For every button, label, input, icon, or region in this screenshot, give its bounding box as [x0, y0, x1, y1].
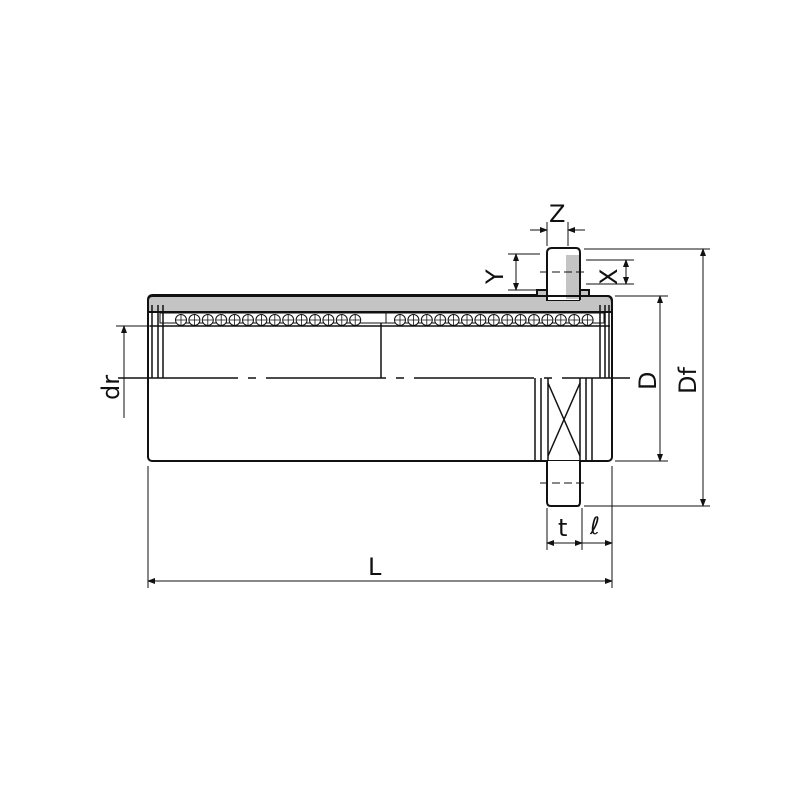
ball-cross: [529, 315, 539, 325]
ball-cross: [488, 315, 499, 325]
label-ell: ℓ: [589, 512, 600, 540]
ball-cross: [202, 315, 213, 325]
flange-lug-shade: [566, 255, 579, 299]
dim-y: [508, 253, 540, 291]
ball-cross: [448, 315, 459, 325]
flange-lug-bottom: [546, 461, 581, 507]
ball-cross: [515, 315, 526, 325]
ball-cross: [283, 315, 294, 325]
end-seal-left: [151, 305, 164, 378]
ball-cross: [216, 315, 227, 325]
label-x: X: [595, 269, 623, 285]
dim-x: [586, 259, 634, 285]
ball-cross: [229, 315, 240, 325]
ball-cross: [176, 315, 186, 325]
end-seal-right: [599, 305, 610, 378]
ball-cross: [350, 315, 361, 325]
ball-cross: [462, 315, 472, 325]
ball-rows: [175, 314, 594, 326]
dim-df: [584, 248, 710, 507]
dim-d: [615, 295, 668, 462]
outer-sleeve: [147, 289, 613, 313]
ball-cross: [408, 315, 419, 325]
label-L: L: [368, 553, 382, 581]
ball-cross: [542, 315, 553, 325]
ball-cross: [336, 315, 347, 325]
dim-l: [147, 466, 613, 588]
label-df: Df: [674, 367, 702, 394]
ball-cross: [296, 315, 307, 325]
ball-cross: [395, 315, 405, 325]
label-d: D: [634, 372, 662, 390]
dim-t-l: [546, 508, 613, 550]
dim-z: [530, 222, 585, 246]
ball-cross: [243, 315, 253, 325]
label-z: Z: [549, 200, 565, 228]
ball-cross: [323, 315, 334, 325]
ball-cross: [582, 315, 593, 325]
ball-cross: [189, 315, 200, 325]
ball-cross: [555, 315, 566, 325]
dim-dr: [116, 325, 150, 418]
ball-cross: [256, 315, 267, 325]
label-dr: dr: [97, 375, 125, 400]
ball-cross: [421, 315, 432, 325]
ball-cross: [502, 315, 513, 325]
flange-groove: [534, 378, 593, 461]
ball-cross: [569, 315, 580, 325]
label-y: Y: [481, 269, 509, 285]
ball-cross: [310, 315, 320, 325]
label-t: t: [558, 514, 567, 542]
ball-cross: [269, 315, 280, 325]
ball-cross: [435, 315, 446, 325]
ball-cross: [475, 315, 486, 325]
